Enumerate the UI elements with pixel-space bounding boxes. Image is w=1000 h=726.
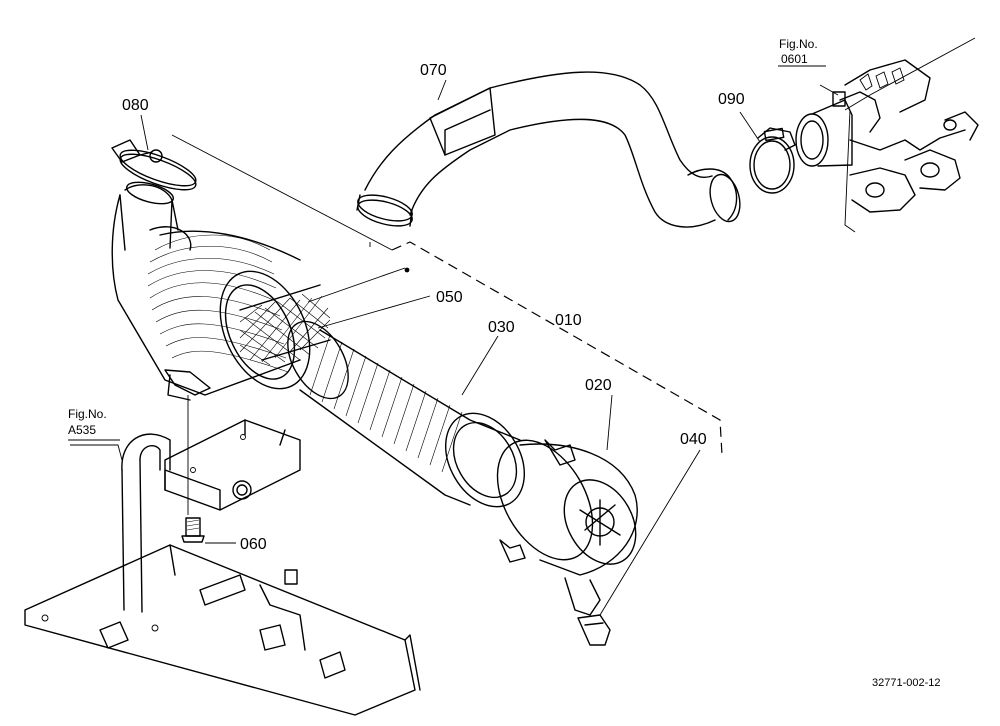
label-010: 010 xyxy=(555,312,582,329)
support-pipe xyxy=(121,433,171,613)
mounting-bracket xyxy=(164,419,301,511)
fig-ref-0601-line2: 0601 xyxy=(781,52,808,66)
evacuator-valve xyxy=(577,614,611,646)
label-030: 030 xyxy=(488,319,515,336)
air-cleaner-body xyxy=(111,181,311,401)
intake-manifold xyxy=(839,37,979,233)
manifold-inlet-collar xyxy=(795,91,853,167)
label-070: 070 xyxy=(420,62,447,79)
label-040: 040 xyxy=(680,431,707,448)
base-frame xyxy=(24,544,421,716)
label-090: 090 xyxy=(718,91,745,108)
fig-ref-a535-line1: Fig.No. xyxy=(68,407,107,421)
outer-element-pleats xyxy=(309,334,463,473)
label-020: 020 xyxy=(585,377,612,394)
label-080: 080 xyxy=(122,97,149,114)
fig-ref-0601-line1: Fig.No. xyxy=(779,37,818,51)
inner-element xyxy=(239,284,331,366)
fig-ref-a535-line2: A535 xyxy=(68,423,96,437)
body-ribs xyxy=(147,234,289,373)
leader-lines xyxy=(68,65,839,616)
hose-clamp xyxy=(749,127,796,194)
dust-cover xyxy=(496,439,638,616)
mounting-bolt xyxy=(181,517,205,543)
label-060: 060 xyxy=(240,536,267,553)
inlet-clamp xyxy=(111,139,197,191)
diagram-code: 32771-002-12 xyxy=(872,677,941,689)
outer-element xyxy=(287,320,525,508)
label-050: 050 xyxy=(436,289,463,306)
intake-hose xyxy=(356,71,741,228)
